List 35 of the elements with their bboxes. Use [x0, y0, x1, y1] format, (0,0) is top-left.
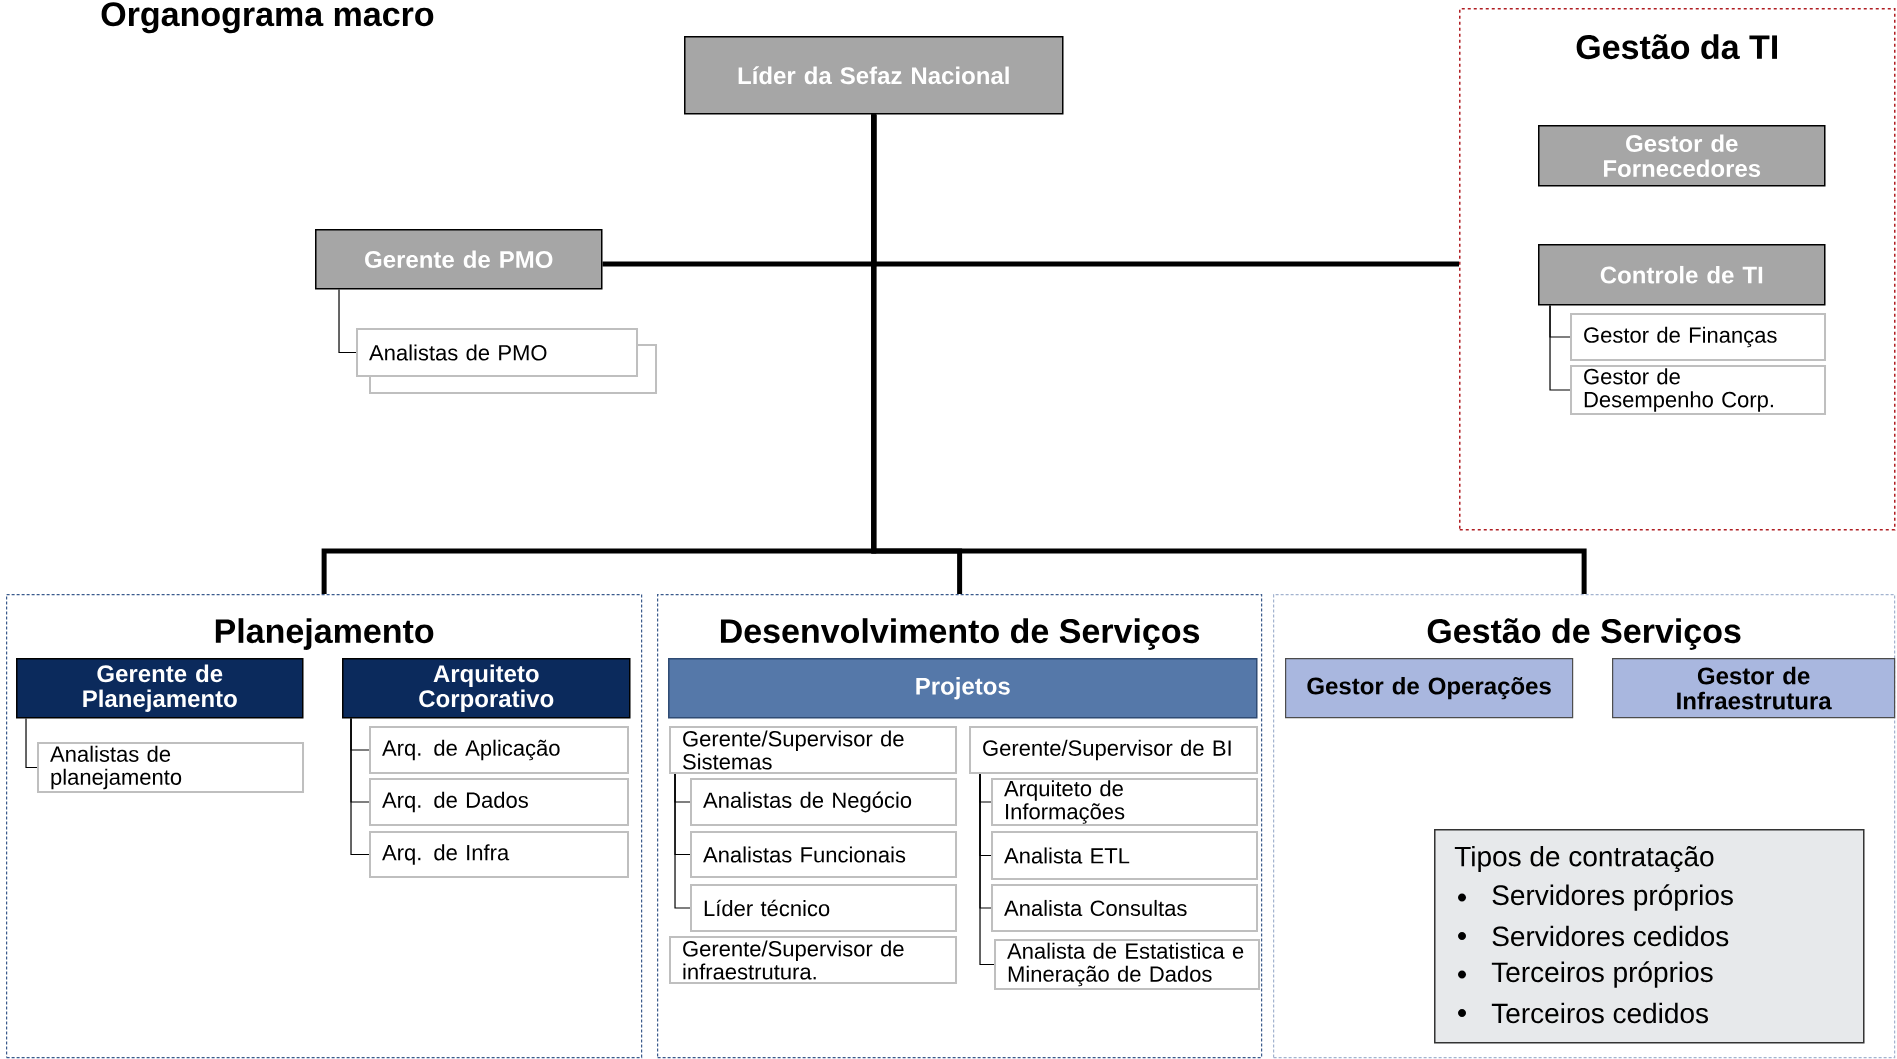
role-box: Gestor de Desempenho Corp.	[1570, 365, 1826, 415]
person-box: Arquiteto Corporativo	[342, 658, 631, 719]
role-box: Analista ETL	[991, 831, 1258, 880]
person-box: Gestor de Fornecedores	[1538, 125, 1826, 187]
unit-box: Projetos	[668, 658, 1258, 719]
connector-line	[25, 717, 38, 769]
role-box: Analistas de PMO	[356, 328, 657, 394]
person-box: Líder da Sefaz Nacional	[684, 36, 1064, 115]
person-box: Controle de TI	[1538, 244, 1826, 306]
role-box: Analistas de Negócio	[690, 778, 957, 826]
role-box: Analistas de planejamento	[37, 742, 304, 793]
person-box: Gerente de PMO	[315, 229, 603, 290]
role-box: Gerente/Supervisor de Sistemas	[669, 726, 957, 774]
role-box: Arquiteto de Informações	[991, 778, 1258, 826]
page-title: Organograma macro	[101, 2, 434, 34]
connector-line	[350, 717, 370, 856]
role-box: Líder técnico	[690, 884, 957, 932]
person-box: Gestor de Infraestrutura	[1612, 658, 1896, 719]
connector-line	[979, 773, 995, 966]
role-box: Analista Consultas	[991, 884, 1258, 932]
role-box: Analista de Estatistica e Mineração de Dados	[994, 939, 1260, 990]
role-box: Analistas Funcionais	[690, 831, 957, 878]
connector-line	[1549, 304, 1571, 391]
role-box: Arq. de Dados	[369, 778, 629, 826]
role-box: Gerente/Supervisor de infraestrutura.	[669, 936, 957, 984]
person-box: Gerente de Planejamento	[16, 658, 304, 719]
connector-line	[674, 773, 691, 909]
role-box: Arq. de Aplicação	[369, 726, 629, 774]
role-box: Gestor de Finanças	[1570, 313, 1826, 361]
person-box: Gestor de Operações	[1285, 658, 1574, 719]
connector-line	[338, 288, 357, 354]
note-box: Tipos de contratação Servidores próprios Servidores cedidos Terceiros próprios Terceiros cedidos	[1434, 829, 1865, 1044]
role-box: Arq. de Infra	[369, 831, 629, 878]
connector-line	[871, 114, 1587, 594]
role-box: Gerente/Supervisor de BI	[969, 726, 1258, 774]
